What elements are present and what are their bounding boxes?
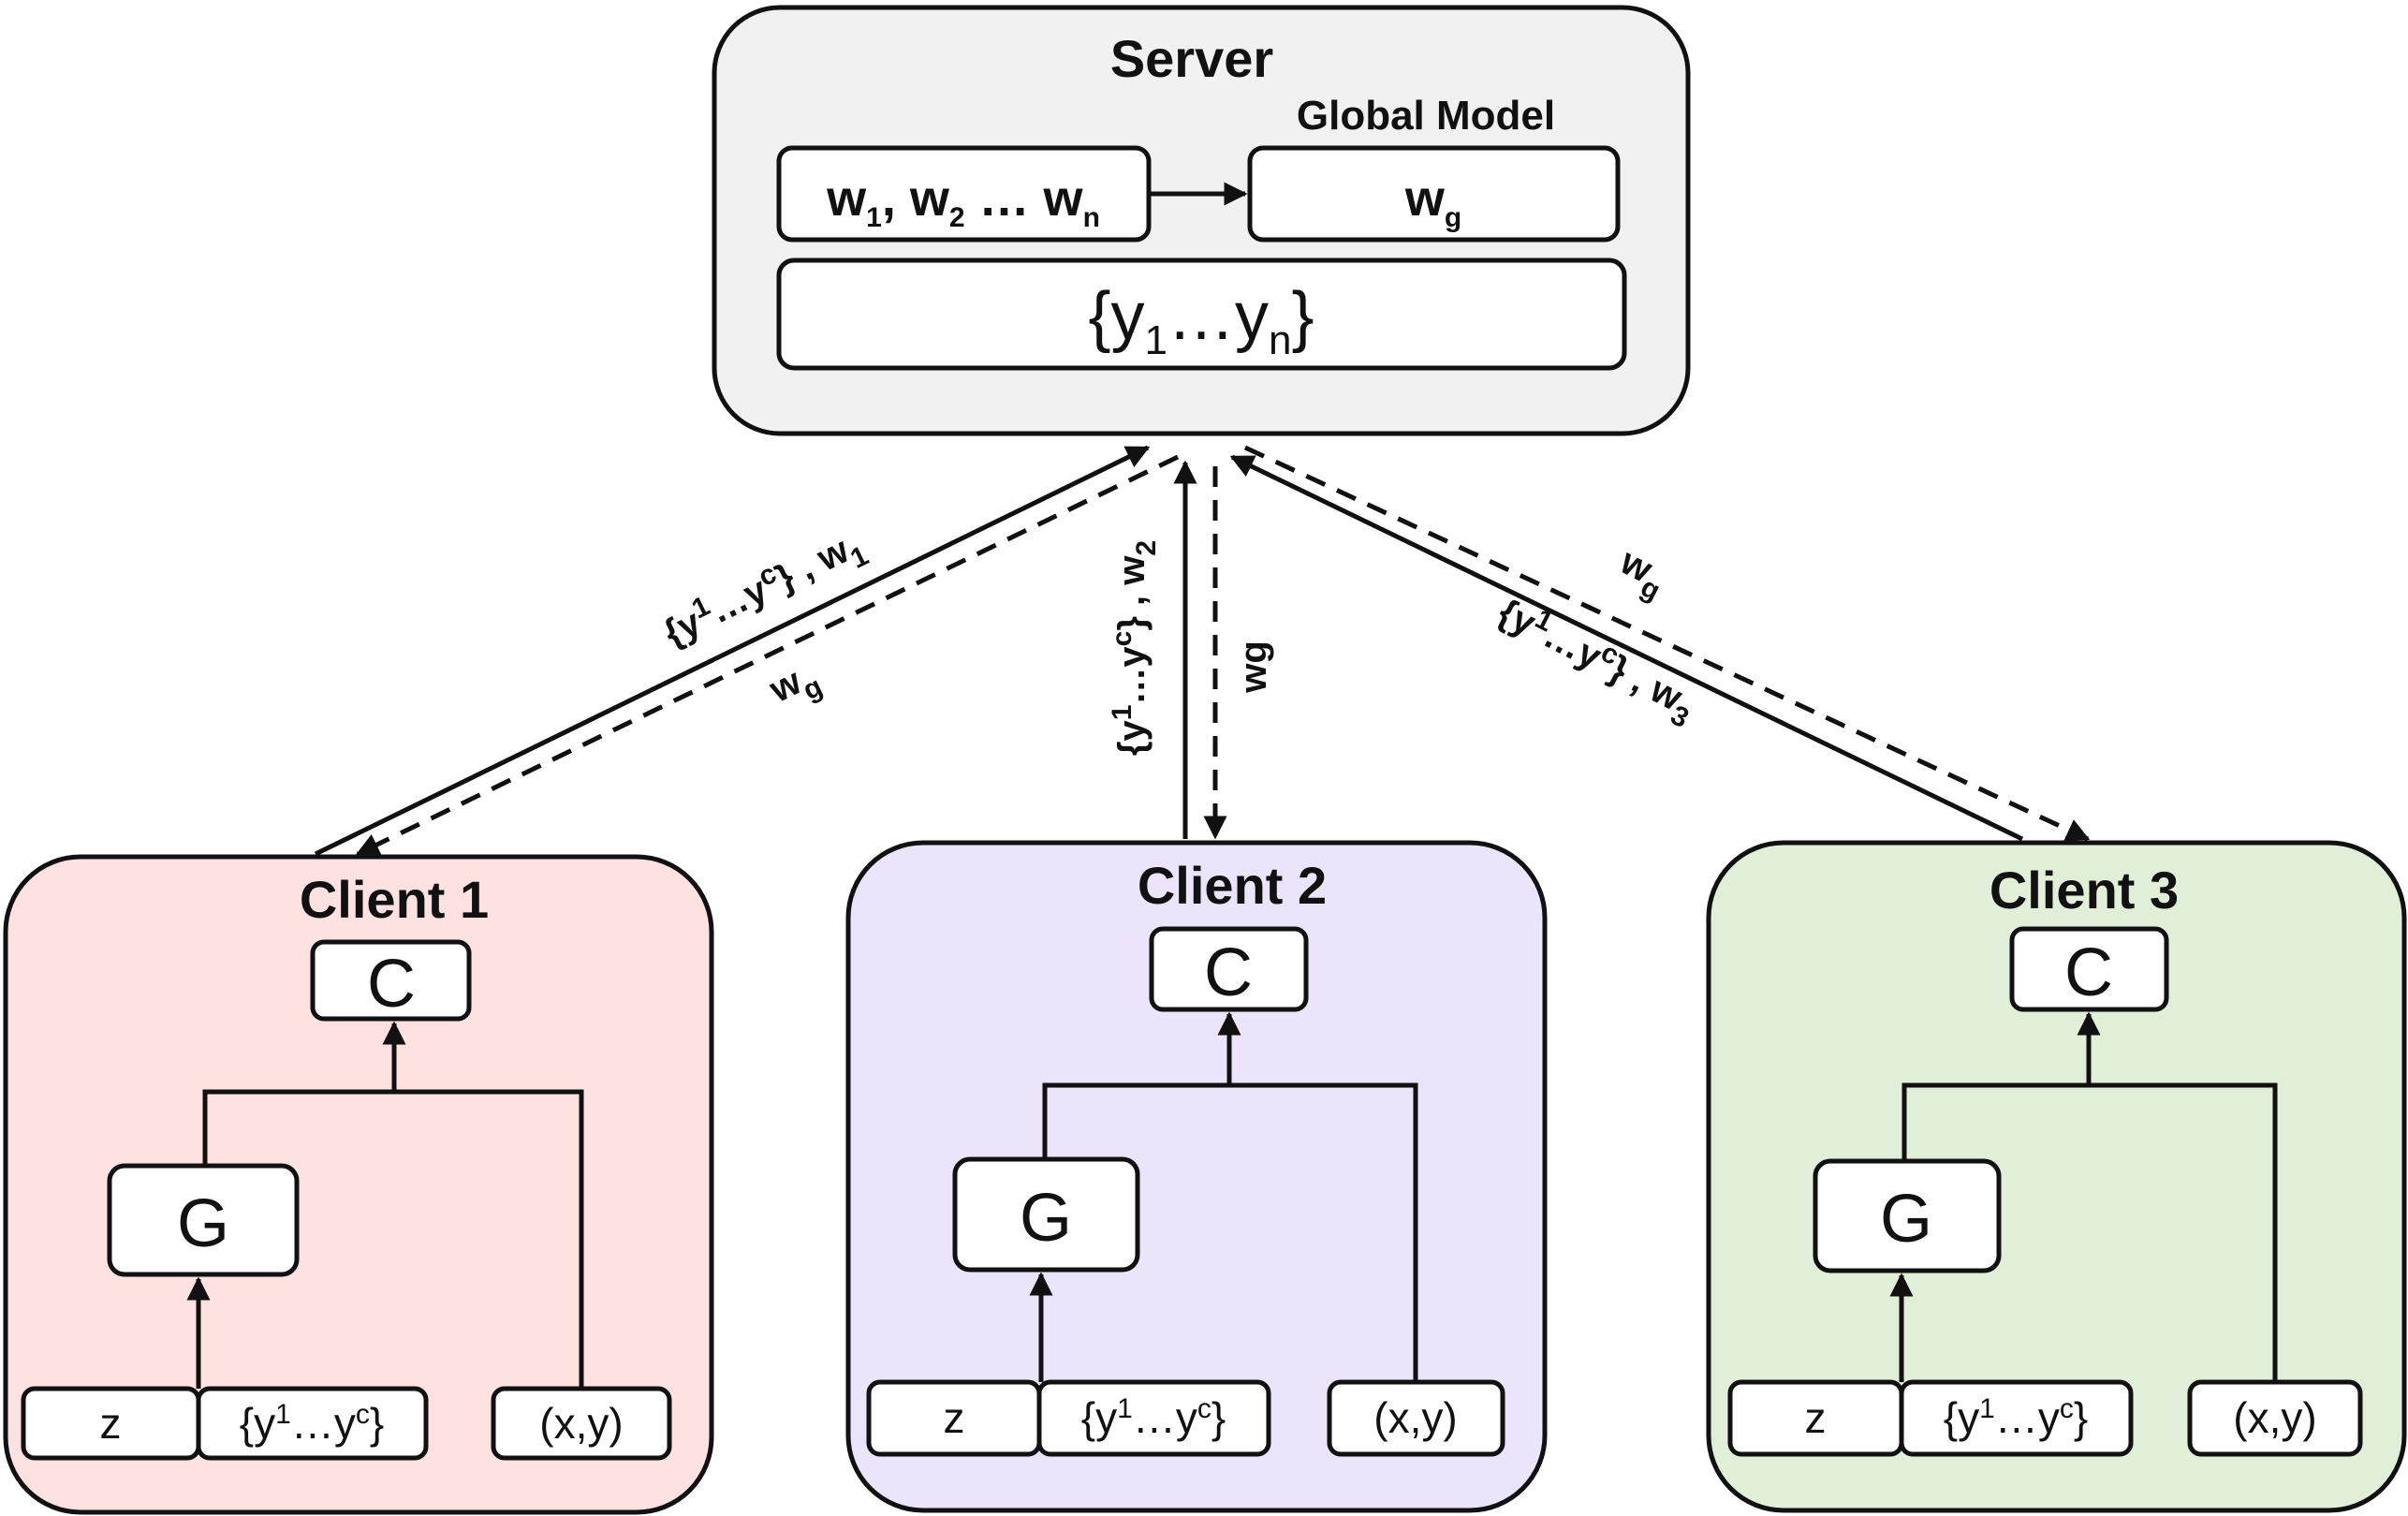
client1-download-arrow [355, 454, 1180, 857]
client3-download-label: wg [1608, 540, 1673, 607]
generator-label: G [1880, 1182, 1932, 1257]
labels-text: {y1…yc} [1944, 1393, 2088, 1442]
global-weight-box [1247, 145, 1621, 243]
generator-box [1813, 1158, 2002, 1273]
data-label: (x,y) [2233, 1393, 2316, 1442]
labels-box [1036, 1379, 1271, 1457]
server-title: Server [1110, 29, 1273, 88]
labels-box [196, 1386, 429, 1461]
label-set-box [776, 258, 1627, 371]
global-model-label: Global Model [1297, 93, 1555, 139]
data-box [2187, 1379, 2363, 1457]
data-box [491, 1386, 672, 1461]
client2-upload-label: {y1…yc} , w2 [1107, 540, 1162, 756]
generator-label: G [177, 1186, 229, 1261]
data-box [1327, 1379, 1505, 1457]
client-title: Client 1 [300, 870, 489, 929]
generator-label: G [1020, 1181, 1072, 1256]
noise-label: z [1805, 1393, 1827, 1442]
label-set-text: {y1…yn} [1088, 279, 1314, 363]
client3-upload-arrow [1229, 454, 2024, 842]
generator-box [107, 1163, 300, 1277]
classifier-label: C [2064, 935, 2113, 1010]
client2-download-label: wg [1233, 640, 1274, 694]
client-container [3, 854, 714, 1515]
classifier-box [2009, 926, 2169, 1012]
client-container [1706, 840, 2407, 1513]
server-node: Server Global Model w1, w2 … wn wg {y1…y… [712, 5, 1691, 436]
client1-download-label: wg [763, 654, 828, 720]
edges: {y1…yc} , w1 wg {y1…yc} , w2 wg wg {y1…y… [314, 445, 2091, 857]
client-2: Client 2 C G z {y1…yc} (x,y) [845, 840, 1548, 1513]
generator-box [952, 1156, 1140, 1273]
client-title: Client 3 [1990, 861, 2179, 920]
local-weights-box [776, 145, 1152, 243]
local-weights-text: w1, w2 … wn [826, 170, 1100, 233]
data-label: (x,y) [1373, 1393, 1457, 1442]
classifier-box [310, 939, 472, 1022]
client-title: Client 2 [1138, 856, 1327, 915]
client1-upload-label: {y1…yc} , w1 [655, 519, 874, 663]
client-1: Client 1 C G z {y1…yc} (x,y) [3, 854, 714, 1515]
labels-text: {y1…yc} [1081, 1393, 1226, 1442]
client-container [845, 840, 1548, 1513]
labels-text: {y1…yc} [240, 1399, 384, 1448]
classifier-label: C [367, 947, 416, 1022]
client-3: Client 3 C G z {y1…yc} (x,y) [1706, 840, 2407, 1513]
classifier-label: C [1204, 935, 1253, 1010]
noise-label: z [944, 1393, 965, 1442]
labels-box [1899, 1379, 2134, 1457]
client1-upload-arrow [314, 445, 1151, 857]
classifier-box [1149, 926, 1309, 1012]
global-weight-text: wg [1404, 170, 1461, 233]
client3-download-arrow [1243, 445, 2091, 842]
noise-label: z [100, 1399, 122, 1448]
data-label: (x,y) [539, 1399, 623, 1448]
